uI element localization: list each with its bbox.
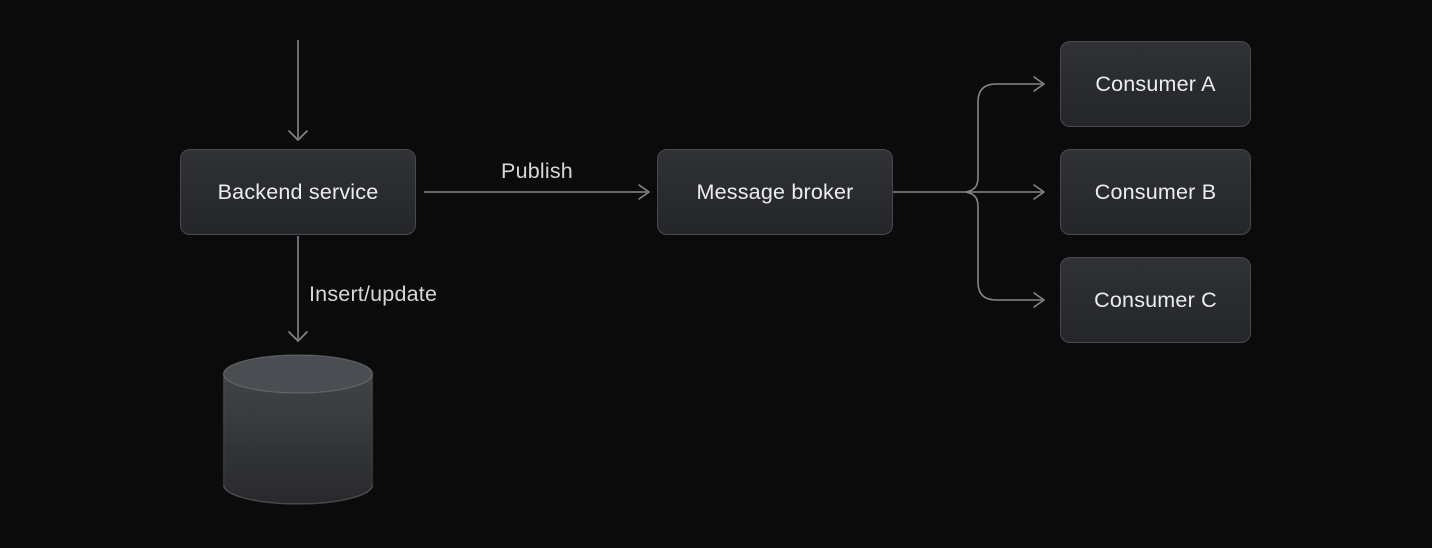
node-message-broker: Message broker <box>657 149 893 235</box>
edge-publish-arrow <box>424 184 650 200</box>
edge-fanout-consumer-a-arrow <box>965 76 1045 193</box>
database-icon <box>222 354 374 505</box>
node-consumer-a-label: Consumer A <box>1095 71 1216 96</box>
edge-fanout-consumer-c-arrow <box>965 191 1045 308</box>
edge-insert-update-arrow <box>288 236 308 342</box>
node-backend-service: Backend service <box>180 149 416 235</box>
node-consumer-a: Consumer A <box>1060 41 1251 127</box>
node-consumer-b: Consumer B <box>1060 149 1251 235</box>
edge-label-insert-update: Insert/update <box>309 282 438 306</box>
node-consumer-b-label: Consumer B <box>1094 179 1217 204</box>
edge-incoming-top-arrow <box>288 40 308 141</box>
node-consumer-c: Consumer C <box>1060 257 1251 343</box>
node-message-broker-label: Message broker <box>696 179 854 204</box>
node-backend-service-label: Backend service <box>217 179 379 204</box>
edge-label-publish: Publish <box>501 159 573 183</box>
node-consumer-c-label: Consumer C <box>1094 287 1217 312</box>
